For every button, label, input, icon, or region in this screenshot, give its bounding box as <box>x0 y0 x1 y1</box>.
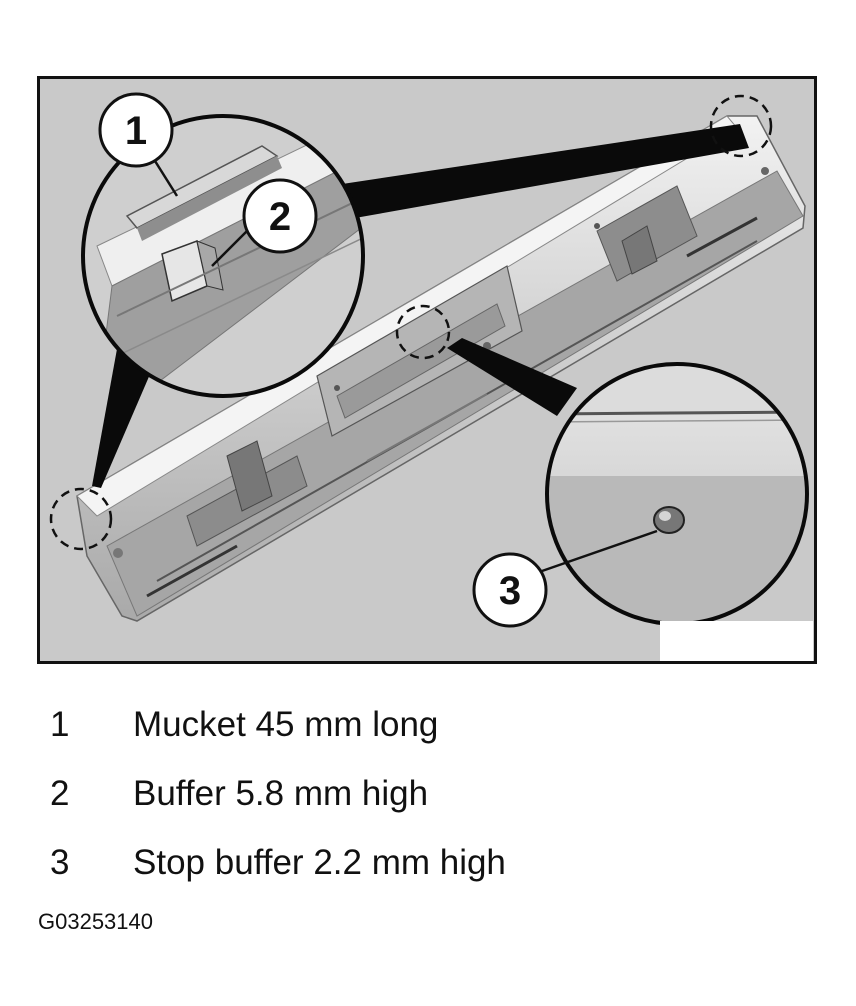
callout-1-number: 1 <box>125 109 147 153</box>
figure-code: G03253140 <box>38 909 153 934</box>
diagram-figure: 1 2 3 <box>37 76 817 664</box>
detail-circle-end-left <box>49 487 113 551</box>
legend-number: 2 <box>50 774 70 813</box>
legend-text: Buffer 5.8 mm high <box>133 774 429 813</box>
legend-number: 3 <box>50 843 70 882</box>
detail-circle-middle <box>395 304 451 360</box>
detail-circle-end-right <box>709 94 773 158</box>
callout-3: 3 <box>472 552 548 628</box>
callout-3-number: 3 <box>499 569 521 613</box>
leader-wedge-1-top <box>329 124 749 218</box>
legend-item: 2 Buffer 5.8 mm high <box>0 774 856 820</box>
leader-wedge-3 <box>447 338 577 416</box>
callout-2-number: 2 <box>269 195 291 239</box>
legend-number: 1 <box>50 705 70 744</box>
legend-item: 1 Mucket 45 mm long <box>0 705 856 751</box>
diagram-svg: 1 2 3 <box>37 76 817 664</box>
callout-2: 2 <box>242 178 318 254</box>
leader-wedge-1-bottom <box>92 338 157 488</box>
legend-text: Stop buffer 2.2 mm high <box>133 843 506 882</box>
trim-rail <box>76 115 806 622</box>
legend-text: Mucket 45 mm long <box>133 705 439 744</box>
corner-label-patch <box>660 621 813 661</box>
legend-item: 3 Stop buffer 2.2 mm high <box>0 843 856 889</box>
callout-1: 1 <box>98 92 174 168</box>
